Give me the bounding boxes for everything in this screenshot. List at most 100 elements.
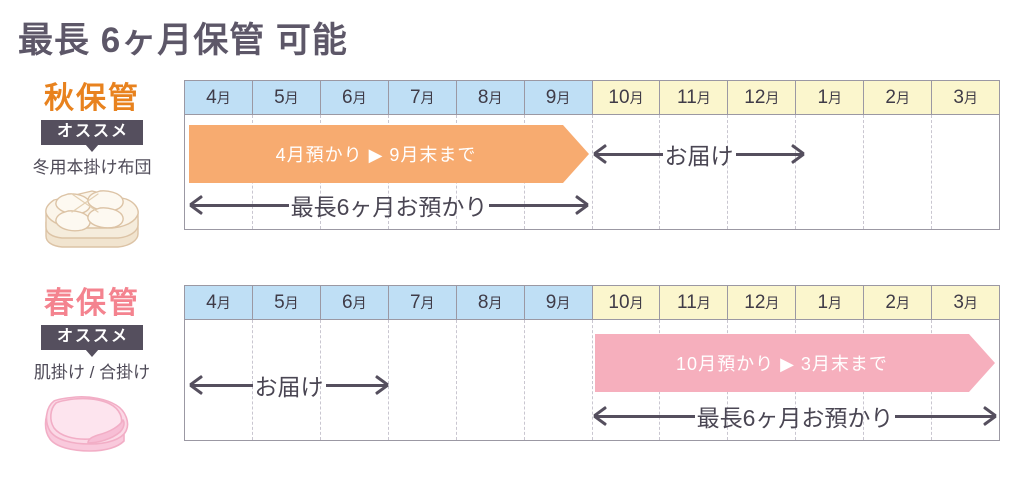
column-guide (457, 320, 525, 440)
arrow-right-icon (895, 414, 996, 418)
month-suffix: 月 (420, 89, 435, 106)
month-number: 11 (677, 86, 697, 108)
month-suffix: 月 (420, 294, 435, 311)
month-suffix: 月 (765, 294, 780, 311)
arrow-left-icon (191, 383, 253, 387)
autumn-storage-bar: 4月預かり ▶ 9月末まで (189, 125, 589, 183)
badge-pointer-icon (84, 144, 99, 152)
column-guide (864, 115, 933, 229)
month-number: 4 (206, 86, 217, 108)
month-suffix: 月 (216, 294, 231, 311)
month-suffix: 月 (895, 89, 910, 106)
month-number: 9 (545, 86, 557, 108)
month-suffix: 月 (284, 89, 299, 106)
month-number: 2 (885, 86, 896, 108)
spring-storage-bar-label: 10月預かり ▶ 3月末まで (676, 354, 888, 374)
arrow-right-icon (489, 203, 588, 207)
blanket-icon (0, 385, 184, 461)
month-number: 3 (953, 86, 964, 108)
autumn-recommend-badge: オススメ (40, 120, 143, 145)
month-suffix: 月 (352, 294, 367, 311)
month-number: 3 (953, 291, 964, 313)
column-guide (525, 320, 593, 440)
badge-pointer-icon (84, 349, 99, 357)
month-number: 9 (545, 291, 557, 313)
spring-delivery-arrow: お届け (191, 364, 387, 406)
spring-recommend-badge-wrap: オススメ (40, 325, 143, 357)
month-suffix: 月 (828, 294, 843, 311)
month-number: 8 (477, 86, 489, 108)
month-suffix: 月 (352, 89, 367, 106)
autumn-delivery-label: お届け (664, 143, 734, 169)
month-number: 2 (885, 291, 896, 313)
month-number: 6 (342, 86, 353, 108)
month-suffix: 月 (963, 89, 978, 106)
month-suffix: 月 (765, 89, 780, 106)
month-suffix: 月 (216, 89, 231, 106)
spring-delivery-label: お届け (254, 374, 324, 400)
page-title: 最長 6ヶ月保管 可能 (18, 21, 348, 60)
arrow-right-icon (325, 383, 387, 387)
month-number: 12 (744, 291, 766, 313)
spring-storage-span-arrow: 最長6ヶ月お預かり (595, 398, 996, 434)
arrow-left-icon (191, 203, 289, 207)
month-number: 4 (206, 291, 217, 313)
month-number: 8 (477, 291, 489, 313)
spring-item-name: 肌掛け / 合掛け (33, 363, 151, 382)
month-number: 5 (274, 86, 285, 108)
month-number: 7 (409, 291, 421, 313)
spring-label-column: 春保管 オススメ 肌掛け / 合掛け (0, 285, 184, 475)
month-number: 5 (274, 291, 285, 313)
autumn-storage-span-arrow: 最長6ヶ月お預かり (191, 187, 588, 223)
futon-icon (0, 180, 184, 256)
month-suffix: 月 (284, 294, 299, 311)
month-number: 10 (608, 86, 630, 108)
autumn-label-column: 秋保管 オススメ 冬用本掛け布団 (0, 80, 184, 265)
autumn-timeline-body: 4月預かり ▶ 9月末まで お届け 最長6ヶ月お預かり (185, 115, 999, 229)
column-guide (389, 320, 457, 440)
autumn-storage-bar-label: 4月預かり ▶ 9月末まで (275, 145, 477, 165)
month-number: 10 (608, 291, 630, 313)
autumn-recommend-badge-wrap: オススメ (40, 120, 143, 152)
arrow-left-icon (595, 414, 695, 418)
spring-storage-span-label: 最長6ヶ月お預かり (696, 405, 894, 431)
month-suffix: 月 (696, 89, 711, 106)
spring-recommend-badge: オススメ (40, 325, 143, 350)
autumn-storage-span-label: 最長6ヶ月お預かり (290, 194, 488, 220)
month-suffix: 月 (963, 294, 978, 311)
month-suffix: 月 (629, 89, 644, 106)
month-suffix: 月 (895, 294, 910, 311)
spring-storage-bar: 10月預かり ▶ 3月末まで (595, 334, 995, 392)
month-number: 11 (677, 291, 697, 313)
autumn-season-title: 秋保管 (44, 82, 140, 115)
arrow-right-icon (735, 152, 803, 156)
section-autumn-storage: 秋保管 オススメ 冬用本掛け布団 (0, 80, 1025, 265)
